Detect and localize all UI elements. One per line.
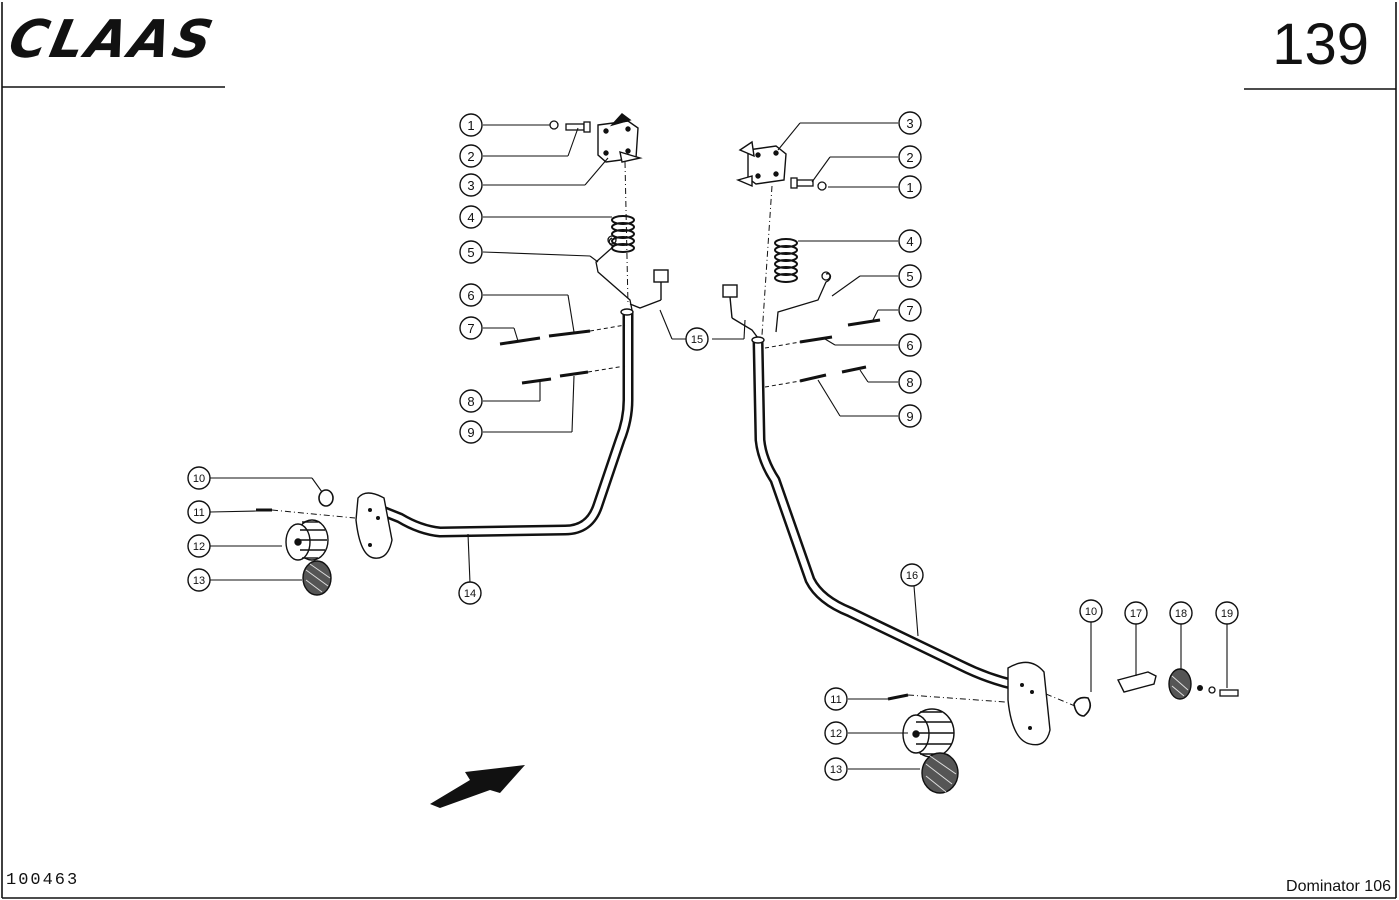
callout-label: 6 [906,338,913,353]
callout-label: 9 [467,425,474,440]
right-bolt [790,177,814,189]
left-pedal-plate [355,492,393,559]
callout-label: 16 [906,570,918,582]
left-pedal-assembly [256,113,669,596]
right-pedal-plate [1007,661,1051,746]
right-pedal-rubber [902,708,955,758]
callout-label: 11 [193,507,204,519]
callout-label: 5 [906,269,913,284]
callout-label: 18 [1175,608,1187,620]
callout-label: 3 [906,116,913,131]
callout-label: 2 [467,149,474,164]
callout-label: 6 [467,288,474,303]
right-bracket [735,140,787,188]
callout-label: 7 [906,303,913,318]
callout-label: 14 [464,588,476,600]
callout-label: 9 [906,409,913,424]
model-name: Dominator 106 [1286,878,1391,895]
callout-label: 15 [691,334,703,346]
callout-label: 17 [1130,608,1142,620]
callout-label: 4 [906,234,913,249]
direction-arrow [430,765,525,808]
left-pedal-rubber [285,519,329,561]
callout-label: 5 [467,245,474,260]
callout-label: 19 [1221,608,1233,620]
callout-label: 10 [1085,606,1097,618]
right-switch [722,284,759,339]
callout-labels-left: 1 2 3 4 5 6 7 8 9 10 11 12 13 14 15 [193,118,703,600]
callout-label: 8 [906,375,913,390]
left-switch [629,269,669,309]
callout-label: 12 [193,541,205,553]
left-pedal-cover [302,560,332,596]
drawing-id: 100463 [6,871,80,890]
left-bracket [597,113,643,163]
callout-label: 3 [467,178,474,193]
left-bolt [565,121,591,133]
callout-label: 8 [467,394,474,409]
left-spring [611,215,635,253]
callout-label: 7 [467,321,474,336]
callout-label: 1 [467,118,474,133]
callout-label: 1 [906,180,913,195]
callout-label: 11 [830,694,841,706]
right-spring [774,238,798,283]
callout-label: 12 [830,728,842,740]
callout-label: 4 [467,210,474,225]
callout-label: 10 [193,473,205,485]
callout-label: 13 [193,575,205,587]
page-number: 139 [1272,12,1369,77]
callouts [187,111,1239,781]
callout-labels-right: 3 2 1 4 5 7 6 8 9 16 10 17 18 19 11 12 1… [830,116,1233,776]
right-pedal-assembly [722,140,1239,794]
callout-label: 13 [830,764,842,776]
right-pedal-cover [921,752,959,794]
callout-label: 2 [906,150,913,165]
